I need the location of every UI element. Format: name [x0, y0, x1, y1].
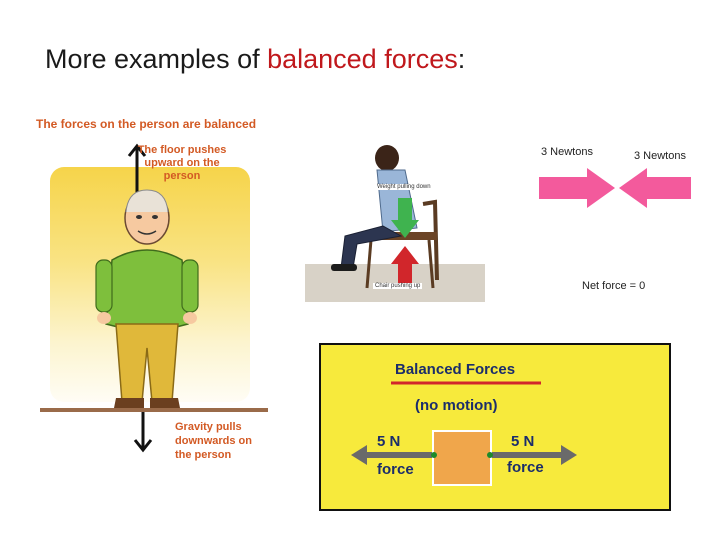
box-diagram: [351, 381, 577, 486]
title-highlight: balanced forces: [267, 44, 458, 74]
person-illustration: [95, 143, 199, 453]
title-suffix: :: [457, 44, 466, 74]
chair-up-arrow-icon: [391, 246, 419, 284]
left-arrow-icon: [351, 445, 437, 465]
left-force-value: 5 N: [377, 433, 401, 450]
chair-panel: Weight pulling down Chair pushing up: [305, 140, 485, 302]
person-figure-icon: [95, 189, 199, 408]
person-panel-heading: The forces on the person are balanced: [36, 117, 257, 131]
left-force-word: force: [377, 461, 414, 478]
chair-illustration: [305, 140, 485, 302]
right-force-value: 5 N: [511, 433, 535, 450]
left-pointing-arrow-icon: [619, 168, 691, 208]
right-force-word: force: [507, 459, 544, 476]
upward-line: The floor pushes: [137, 144, 227, 156]
title-prefix: More examples of: [45, 44, 268, 74]
newton-panel: 3 Newtons 3 Newtons Net force = 0: [535, 140, 700, 300]
upward-caption: The floor pushes upward on the person: [132, 144, 232, 183]
balanced-forces-box-panel: Balanced Forces (no motion) 5 N force 5 …: [319, 343, 671, 511]
floor-line: [40, 408, 268, 412]
right-force-label: 3 Newtons: [634, 150, 686, 162]
right-pointing-arrow-icon: [539, 168, 615, 208]
downward-caption: Gravity pulls downwards on the person: [175, 420, 252, 462]
left-force-label: 3 Newtons: [541, 146, 593, 158]
person-forces-panel: The forces on the person are balanced Th…: [32, 112, 270, 470]
orange-box: [432, 430, 492, 486]
weight-down-arrow-icon: [391, 198, 419, 238]
up-arrow-icon: [127, 143, 147, 200]
right-arrow-icon: [491, 445, 577, 465]
upward-line: upward on the: [144, 157, 220, 169]
downward-line: Gravity pulls: [175, 421, 242, 433]
opposing-arrows: [539, 168, 691, 208]
weight-label: Weight pulling down: [375, 184, 433, 190]
box-title: Balanced Forces: [395, 361, 516, 378]
downward-line: the person: [175, 449, 232, 461]
net-force-label: Net force = 0: [582, 280, 646, 292]
box-subtitle: (no motion): [415, 397, 498, 414]
slide-title: More examples of balanced forces:: [45, 44, 465, 75]
chair-label: Chair pushing up: [373, 283, 423, 289]
downward-line: downwards on: [175, 435, 252, 447]
upward-line: person: [163, 170, 201, 182]
down-arrow-icon: [133, 412, 153, 453]
